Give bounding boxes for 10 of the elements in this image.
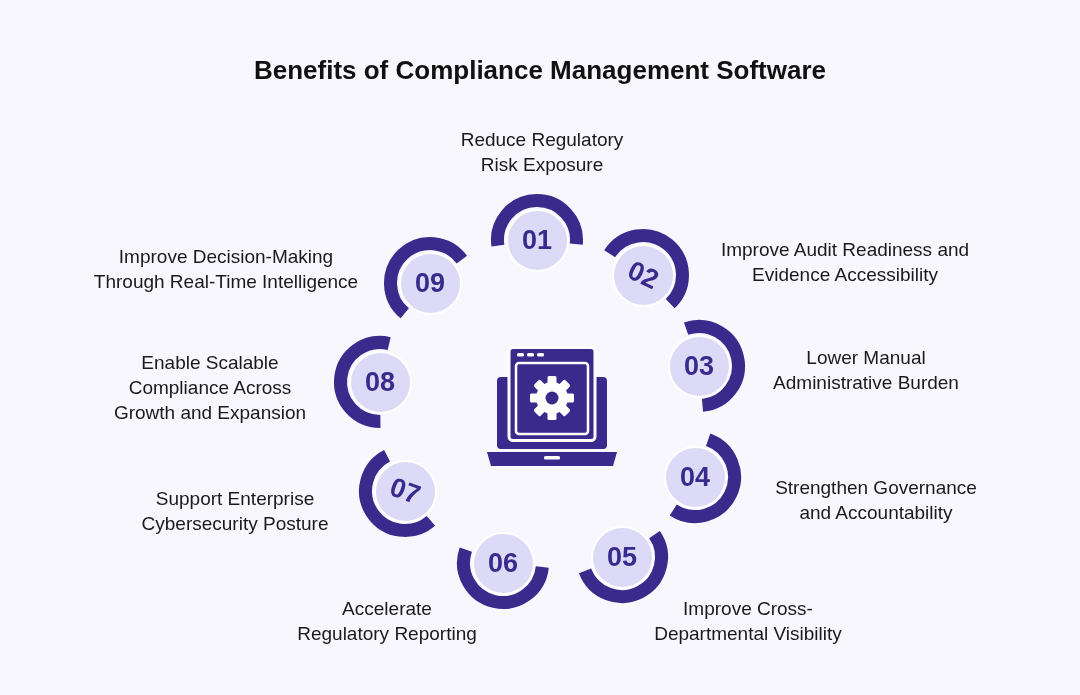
benefit-label: Improve Decision-Making Through Real-Time Intelligence [92, 245, 360, 294]
benefit-label: Reduce Regulatory Risk Exposure [459, 128, 625, 177]
benefit-label: Enable Scalable Compliance Across Growth and Expansion [112, 351, 308, 425]
benefit-label: Improve Cross-Departmental Visibility [653, 597, 843, 646]
benefit-label: Strengthen Governance and Accountability [774, 476, 978, 525]
benefit-label: Accelerate Regulatory Reporting [296, 597, 478, 646]
benefit-label: Lower Manual Administrative Burden [772, 346, 960, 395]
benefit-label: Support Enterprise Cybersecurity Posture [140, 487, 330, 536]
benefit-label: Improve Audit Readiness and Evidence Accessibility [719, 238, 971, 287]
diagram-title: Benefits of Compliance Management Software [253, 54, 827, 87]
